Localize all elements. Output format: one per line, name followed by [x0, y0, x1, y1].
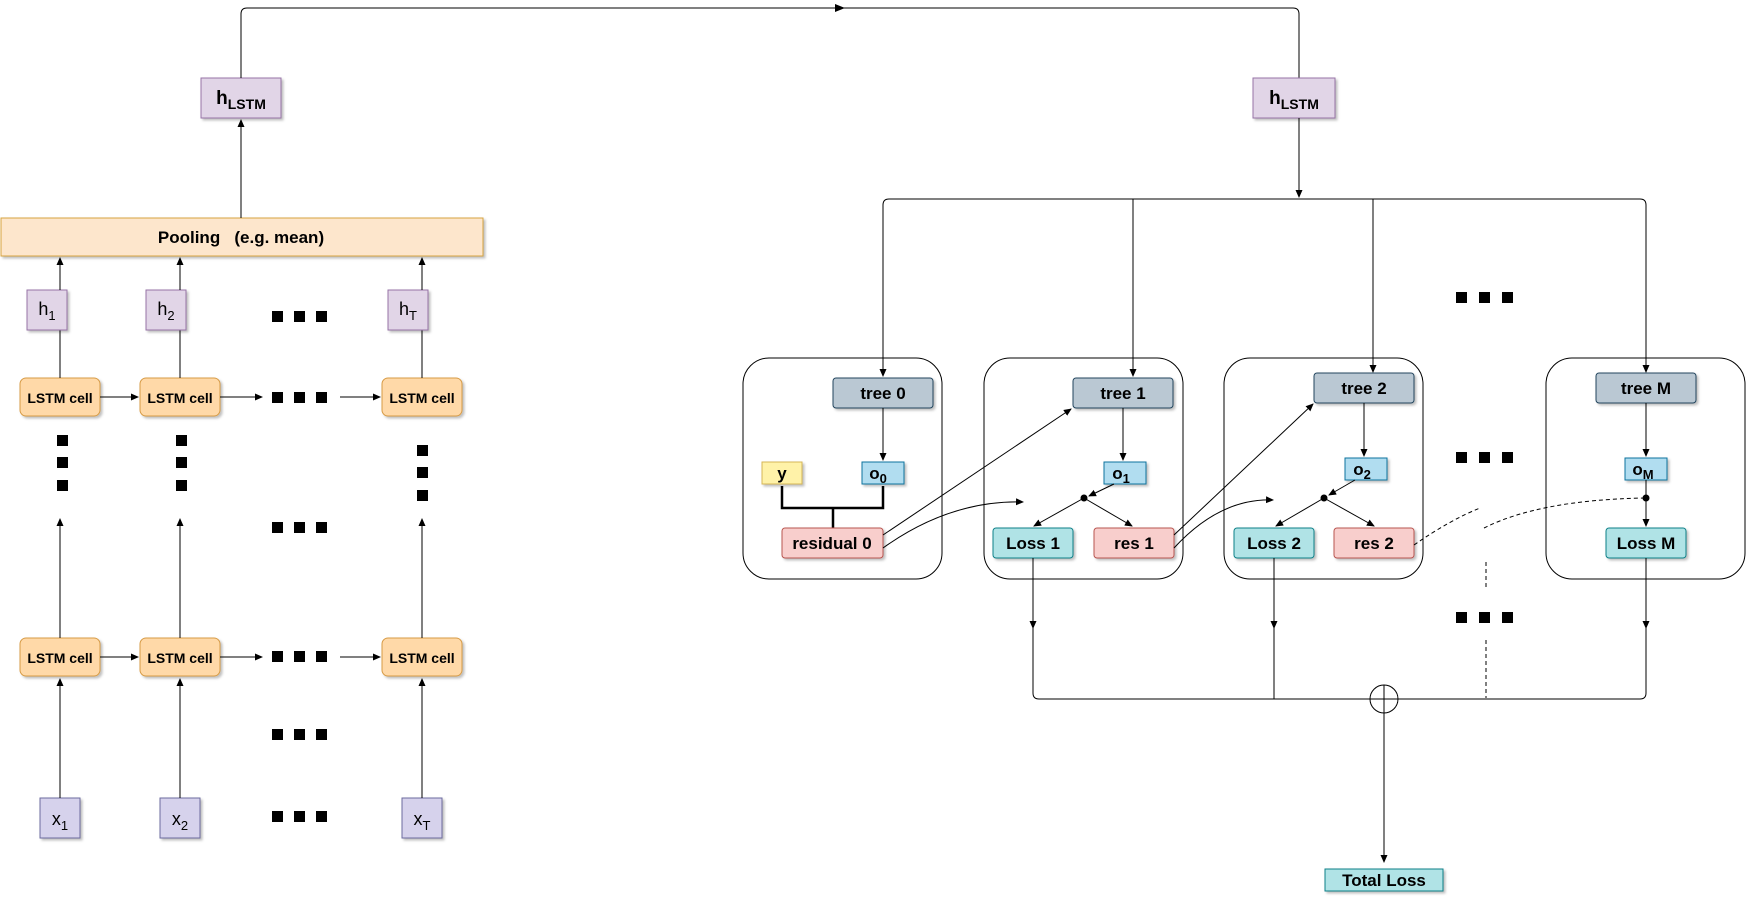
- residual-dashed-link: [1413, 507, 1481, 546]
- svg-text:res 2: res 2: [1354, 534, 1394, 553]
- lstm-cell-top-2: LSTM cell: [139, 377, 221, 417]
- svg-text:tree 2: tree 2: [1341, 379, 1386, 398]
- residual-to-loss-link: [1173, 496, 1274, 549]
- svg-text:LSTM cell: LSTM cell: [27, 650, 92, 666]
- svg-text:hLSTM: hLSTM: [1269, 88, 1319, 112]
- ellipsis-vertical: [176, 435, 187, 491]
- svg-text:Pooling (e.g. mean): Pooling (e.g. mean): [158, 228, 324, 247]
- total-loss-node: Total Loss: [1324, 868, 1444, 892]
- h-lstm-node-right: hLSTM: [1252, 77, 1336, 119]
- output-node-om: oM: [1624, 457, 1668, 482]
- svg-text:Loss 2: Loss 2: [1247, 534, 1301, 553]
- output-node-o1: o1: [1103, 461, 1147, 486]
- output-node-o2: o2: [1344, 457, 1388, 482]
- svg-text:residual 0: residual 0: [792, 534, 871, 553]
- svg-text:LSTM cell: LSTM cell: [389, 650, 454, 666]
- loss-node-1: Loss 1: [992, 527, 1074, 559]
- residual-to-loss-link: [882, 498, 1024, 549]
- lstm-encoder: x1 x2 xT LSTM cell LSTM cell LSTM cell: [0, 77, 484, 839]
- boosting-section: hLSTM tree 0 o0 y residu: [742, 77, 1746, 892]
- svg-text:tree 0: tree 0: [860, 384, 905, 403]
- svg-text:o0: o0: [869, 464, 887, 486]
- loss-node-m: Loss M: [1605, 527, 1687, 559]
- input-node-x1: x1: [39, 797, 81, 839]
- lstm-cell-top-1: LSTM cell: [19, 377, 101, 417]
- ellipsis-horizontal: [1456, 292, 1513, 303]
- svg-text:x1: x1: [52, 809, 68, 833]
- lstm-cell-bottom-2: LSTM cell: [139, 637, 221, 677]
- residual-to-tree-arrow: [1173, 403, 1314, 536]
- svg-text:xT: xT: [414, 809, 431, 833]
- hidden-node-h1: h1: [26, 289, 68, 331]
- svg-text:y: y: [777, 464, 787, 483]
- svg-text:Total Loss: Total Loss: [1342, 871, 1426, 890]
- tree-group-0: [742, 357, 943, 580]
- ellipsis-horizontal: [272, 311, 327, 322]
- h-lstm-transfer-line: [240, 7, 1300, 78]
- tree-node-m: tree M: [1595, 372, 1697, 404]
- tree-node-2: tree 2: [1313, 372, 1415, 404]
- tree-group-1: [983, 357, 1184, 580]
- residual-node-1: res 1: [1093, 527, 1175, 559]
- ellipsis-horizontal: [1456, 452, 1513, 463]
- distribution-bus: [882, 198, 1647, 355]
- junction-to-residual: [1323, 497, 1375, 527]
- svg-text:h2: h2: [157, 299, 174, 323]
- svg-text:o2: o2: [1353, 460, 1371, 482]
- residual-bracket: [780, 486, 885, 528]
- loss-aggregation-bus: [1032, 628, 1647, 700]
- svg-text:o1: o1: [1112, 464, 1130, 486]
- sum-operator-icon: [1369, 684, 1399, 714]
- svg-text:LSTM cell: LSTM cell: [147, 390, 212, 406]
- svg-text:oM: oM: [1632, 460, 1653, 482]
- svg-text:hT: hT: [399, 299, 417, 323]
- ellipsis-horizontal: [272, 729, 327, 740]
- residual-node-2: res 2: [1333, 527, 1415, 559]
- output-to-junction: [1328, 479, 1356, 496]
- target-node-y: y: [761, 461, 803, 485]
- lstm-cell-bottom-1: LSTM cell: [19, 637, 101, 677]
- output-to-junction: [1088, 483, 1115, 497]
- pooling-box: Pooling (e.g. mean): [0, 217, 484, 257]
- ellipsis-vertical: [417, 445, 428, 501]
- ellipsis-horizontal: [1456, 612, 1513, 623]
- residual-to-tree-arrow: [882, 408, 1072, 536]
- junction-to-loss: [1033, 497, 1085, 527]
- svg-text:x2: x2: [172, 809, 188, 833]
- ellipsis-horizontal: [272, 811, 327, 822]
- output-node-o0: o0: [861, 461, 905, 486]
- transfer-direction-arrow: [835, 4, 845, 12]
- residual-node-0: residual 0: [781, 527, 884, 559]
- svg-text:h1: h1: [38, 299, 55, 323]
- tree-group-2: [1223, 357, 1424, 580]
- svg-text:Loss M: Loss M: [1617, 534, 1676, 553]
- junction-to-loss: [1275, 497, 1325, 527]
- lstm-cell-top-T: LSTM cell: [381, 377, 463, 417]
- h-lstm-node-left: hLSTM: [200, 77, 282, 119]
- junction-to-residual: [1083, 497, 1133, 527]
- svg-text:LSTM cell: LSTM cell: [389, 390, 454, 406]
- svg-text:LSTM cell: LSTM cell: [27, 390, 92, 406]
- svg-text:tree M: tree M: [1621, 379, 1671, 398]
- tree-node-1: tree 1: [1072, 377, 1174, 409]
- ellipsis-horizontal: [272, 651, 327, 662]
- loss-node-2: Loss 2: [1233, 527, 1315, 559]
- input-node-x2: x2: [159, 797, 201, 839]
- input-node-xT: xT: [401, 797, 443, 839]
- svg-text:res 1: res 1: [1114, 534, 1154, 553]
- tree-node-0: tree 0: [832, 377, 934, 409]
- residual-dashed-link: [1483, 497, 1645, 529]
- svg-text:Loss 1: Loss 1: [1006, 534, 1060, 553]
- lstm-cell-bottom-T: LSTM cell: [381, 637, 463, 677]
- ellipsis-horizontal: [272, 522, 327, 533]
- ellipsis-horizontal: [272, 392, 327, 403]
- svg-text:tree 1: tree 1: [1100, 384, 1145, 403]
- hidden-node-h2: h2: [145, 289, 187, 331]
- ellipsis-vertical: [57, 435, 68, 491]
- svg-text:LSTM cell: LSTM cell: [147, 650, 212, 666]
- hidden-node-hT: hT: [387, 289, 429, 331]
- svg-text:hLSTM: hLSTM: [216, 88, 266, 112]
